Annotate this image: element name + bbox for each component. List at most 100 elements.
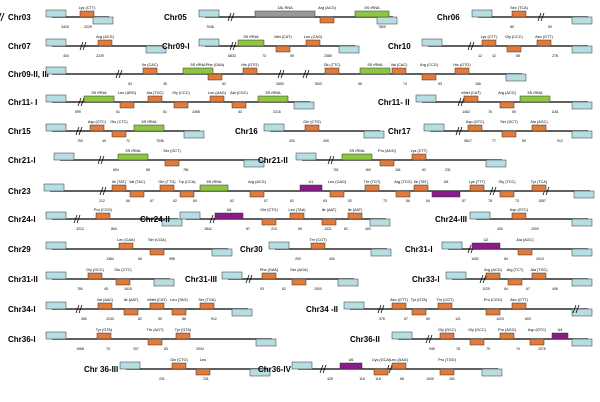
flanking-gene-right: [571, 338, 593, 347]
position-number: 262: [449, 377, 455, 381]
break-mark: [232, 41, 237, 51]
gene-label: Leu (AAG): [390, 358, 409, 362]
flanking-gene-left: [45, 271, 67, 280]
rrna-gene: [519, 95, 551, 103]
position-number: 62: [173, 199, 177, 203]
trna-gene: [329, 190, 345, 198]
break-mark: [227, 12, 232, 22]
chromosome-label: Chr24-II: [140, 215, 170, 224]
position-number: 56: [358, 82, 362, 86]
trna-gene: [171, 308, 187, 316]
gene-label: Gly (GCC): [86, 268, 104, 272]
break-mark: [209, 214, 214, 224]
gene-label: Cys (GCA): [372, 358, 391, 362]
trna-gene: [249, 190, 265, 198]
chromosome-label: Chr31-III: [185, 275, 217, 284]
position-number: 58: [146, 168, 150, 172]
trna-gene: [531, 184, 547, 192]
chromosome-label: Chr34-I: [8, 305, 36, 314]
gene-label: 5S rRNA: [368, 63, 383, 67]
trna-gene: [261, 218, 277, 226]
position-number: 62: [282, 287, 286, 291]
flanking-gene-left: [179, 211, 201, 220]
break-mark: [248, 274, 253, 284]
position-number: 2034: [196, 347, 204, 351]
position-number: 62: [222, 82, 226, 86]
position-number: 404: [63, 54, 69, 58]
chromosome-label: Chr17: [388, 127, 411, 136]
trna-gene: [97, 302, 113, 310]
flanking-gene-right: [249, 368, 271, 377]
position-number: 66: [138, 257, 142, 261]
trna-gene: [499, 332, 515, 340]
position-number: 54: [128, 82, 132, 86]
trna-gene: [364, 184, 380, 192]
gene-label: 5S rRNA: [207, 180, 222, 184]
position-number: 200: [289, 139, 295, 143]
break-mark: [575, 304, 580, 314]
trna-gene: [347, 212, 363, 220]
gene-label: Glu (CTC): [114, 268, 132, 272]
flanking-gene-right: [145, 45, 167, 54]
trna-gene: [391, 302, 407, 310]
flanking-gene-left: [119, 361, 141, 370]
trna-gene: [319, 16, 335, 24]
trna-gene: [499, 101, 515, 109]
position-number: 912: [557, 139, 563, 143]
position-number: 77: [492, 139, 496, 143]
position-number: 57: [404, 317, 408, 321]
flanking-gene-left: [45, 94, 67, 103]
trna-gene: [147, 95, 163, 103]
position-number: 7843: [314, 82, 322, 86]
position-number: 231: [445, 168, 451, 172]
chromosome-label: Chr36-I: [8, 335, 36, 344]
chromosome-label: Chr33-I: [412, 275, 440, 284]
position-number: 60: [426, 317, 430, 321]
position-number: 599: [75, 110, 81, 114]
flanking-gene-right: [571, 248, 593, 257]
position-number: 864: [111, 227, 117, 231]
position-number: 73: [383, 199, 387, 203]
break-mark: [319, 364, 324, 374]
trna-gene: [531, 124, 547, 132]
gene-label: Gln (CTG): [303, 120, 321, 124]
break-mark: [479, 274, 484, 284]
gene-label: Leu (CAA): [117, 238, 135, 242]
flanking-gene-right: [370, 248, 392, 257]
break-mark: [572, 304, 577, 314]
snrna-gene: [299, 184, 323, 192]
break-mark: [99, 186, 104, 196]
rrna-gene: [237, 39, 265, 47]
position-number: 1161: [551, 110, 558, 114]
position-number: 78: [488, 199, 492, 203]
flanking-gene-right: [92, 16, 114, 25]
gene-label: Asp (GTC): [466, 120, 485, 124]
position-number: 945: [429, 347, 435, 351]
break-mark: [458, 126, 463, 136]
gene-label: Thr (TGT): [364, 180, 382, 184]
break-mark: [280, 69, 285, 79]
break-mark: [229, 41, 234, 51]
flanking-gene-left: [263, 123, 285, 132]
gene-label: Ser (CGA): [148, 238, 166, 242]
position-number: 161: [395, 168, 401, 172]
break-mark: [470, 41, 475, 51]
position-number: 1052: [471, 257, 479, 261]
gene-label: Ile (TAT): [414, 180, 429, 184]
snrna-gene: [339, 362, 363, 370]
position-number: 121: [455, 317, 461, 321]
trna-gene: [89, 124, 105, 132]
gene-label: 5S rRNA: [191, 63, 206, 67]
trna-gene: [142, 67, 158, 75]
trna-gene: [499, 190, 515, 198]
